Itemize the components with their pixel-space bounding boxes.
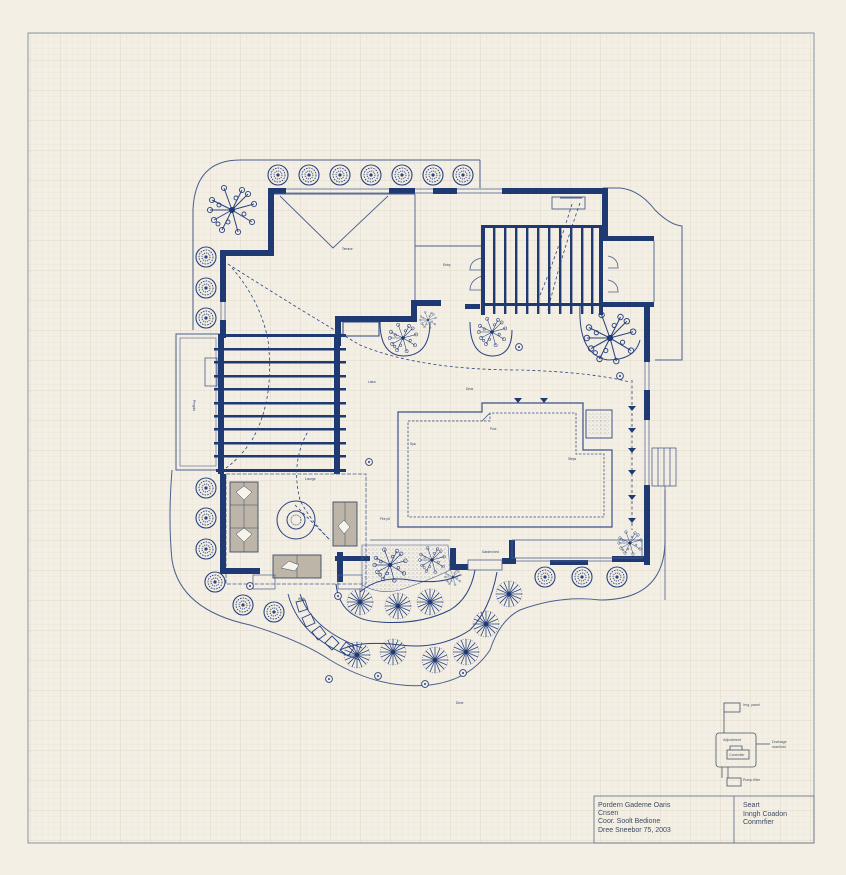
label-pool-spa: Spa: [410, 442, 416, 446]
title-line-4: Dree Sneebor 75, 2003: [598, 827, 671, 834]
fire-pit: [276, 500, 316, 540]
pergola-left: [214, 334, 346, 474]
title-right-1: Seart: [743, 802, 760, 809]
equip-top-label: Irrig. panel: [743, 703, 760, 707]
pool: [397, 402, 613, 528]
label-lawn: Lawn: [368, 380, 376, 384]
grid-frame: [27, 32, 815, 844]
equip-side-label-2: manifold: [772, 745, 786, 749]
label-pool: Pool: [490, 427, 497, 431]
equip-side-label-1: Drainage: [772, 740, 787, 744]
label-deck: Deck: [466, 387, 474, 391]
label-drive: Drive: [456, 701, 464, 705]
title-right-2: Inngh Coadon: [743, 811, 787, 818]
site-plan: Terrace Entry: [169, 159, 683, 705]
title-line-1: Pordern Gademe Oaris: [598, 802, 671, 809]
pergola-top: [481, 225, 603, 315]
title-line-2: Cnsen: [598, 810, 618, 817]
label-garden: Garden bed: [482, 550, 499, 554]
equipment-diagram: [715, 702, 770, 787]
equip-inner-label: Controller: [729, 753, 745, 757]
title-block: Pordern Gademe Oaris Cnsen Coor. Soolt B…: [593, 795, 815, 844]
label-pool-steps: Steps: [568, 457, 577, 461]
label-upper-room: Terrace: [342, 247, 353, 251]
equip-main-label: Adjustment: [723, 738, 741, 742]
label-fire-pit: Fire pit: [380, 517, 390, 521]
label-lounge: Lounge: [305, 477, 316, 481]
equip-bottom-label: Pump filter: [743, 778, 761, 782]
title-line-3: Coor. Soolt Bedione: [598, 818, 660, 825]
label-pergola-left: Pergola: [192, 400, 196, 411]
label-side-room: Entry: [443, 263, 451, 267]
title-right-3: Conmrfier: [743, 819, 774, 826]
label-path: Walk: [298, 597, 305, 601]
